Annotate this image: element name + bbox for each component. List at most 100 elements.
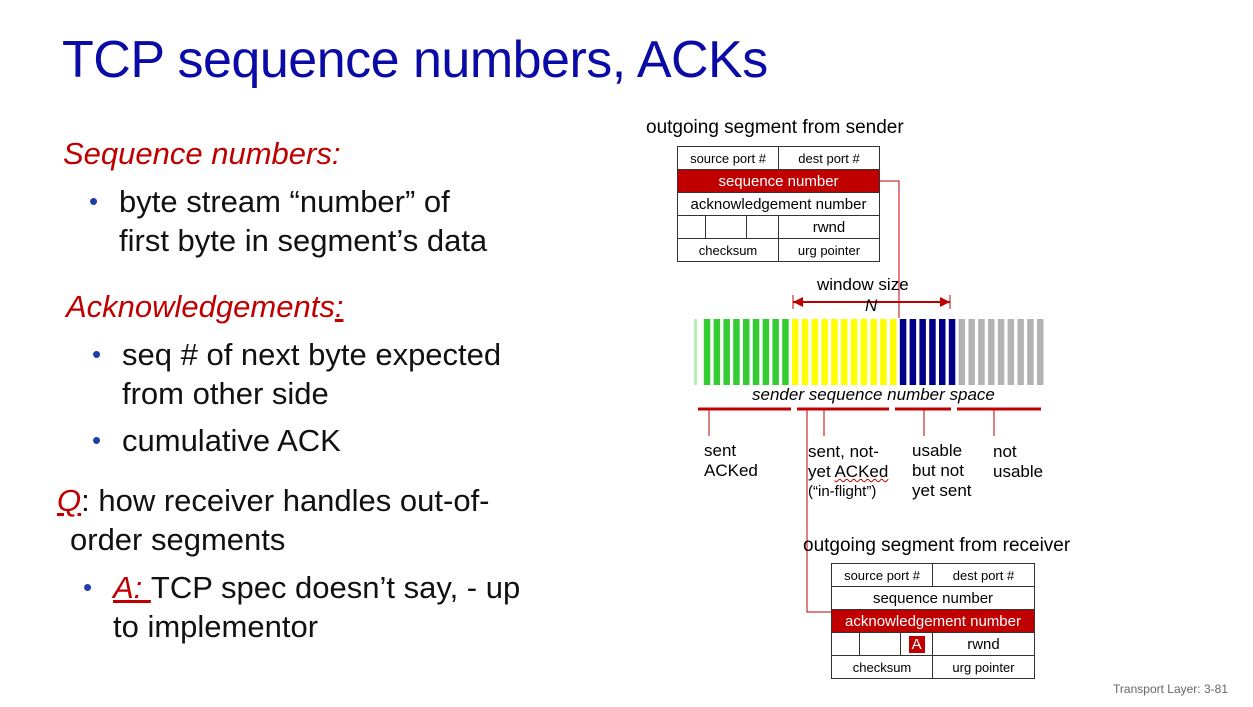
bullet-marker: • [83, 572, 93, 602]
label-inflight-line-3: (“in-flight”) [808, 483, 877, 500]
receiver-sequence-number: sequence number [831, 586, 1035, 610]
stripe-yellow [860, 319, 868, 385]
label-usable-line-3: yet sent [912, 481, 972, 500]
a-label: A: [113, 570, 151, 605]
slide-title: TCP sequence numbers, ACKs [62, 31, 768, 89]
sender-checksum: checksum [677, 238, 779, 262]
stripe-green [752, 319, 760, 385]
stripe-yellow [831, 319, 838, 385]
q-line-2: order segments [70, 522, 286, 557]
a-line-1: TCP spec doesn’t say, - up [150, 570, 521, 605]
stripe-blue [948, 319, 956, 385]
seq-heading: Sequence numbers: [63, 136, 341, 171]
label-not-usable-line-1: not [993, 442, 1017, 461]
seq-bullet-1-line-1: byte stream “number” of [119, 184, 450, 219]
receiver-unused [858, 632, 902, 656]
label-sent-acked: sent ACKed [704, 441, 758, 481]
sender-sequence-number: sequence number [677, 169, 880, 193]
receiver-segment-table: source port # dest port # sequence numbe… [831, 563, 1035, 679]
sender-rwnd: rwnd [778, 215, 880, 239]
stripe-gray [988, 319, 995, 385]
stripe-blue [899, 319, 907, 385]
receiver-header-len [831, 632, 860, 656]
stripe-yellow [870, 319, 877, 385]
ack-heading-text: Acknowledgements [66, 289, 335, 324]
stripe-green [723, 319, 730, 385]
receiver-urg-pointer: urg pointer [932, 655, 1035, 679]
ack-bullet-1-line-1: seq # of next byte expected [122, 337, 502, 372]
stripe-yellow [850, 319, 858, 385]
stripe-gray [1037, 319, 1044, 385]
stripe-yellow [880, 319, 887, 385]
receiver-a-flag: A [908, 635, 925, 653]
stripe-blue [929, 319, 936, 385]
label-sent-acked-line-2: ACKed [704, 461, 758, 480]
stripe-gray [997, 319, 1005, 385]
ack-bullet-2: • cumulative ACK [92, 421, 341, 460]
label-not-usable: not usable [993, 442, 1043, 482]
label-inflight-line-2a: yet [808, 462, 835, 481]
receiver-segment-label: outgoing segment from receiver [803, 535, 1071, 556]
stripe-gray [1017, 319, 1024, 385]
stripe-green [772, 319, 779, 385]
label-inflight-line-1: sent, not- [808, 442, 879, 461]
label-inflight: sent, not- yet ACKed (“in-flight”) [808, 442, 888, 502]
ack-bullet-1-line-2: from other side [122, 376, 329, 411]
sender-flags [746, 215, 779, 239]
stripe-gray [1007, 319, 1015, 385]
label-usable: usable but not yet sent [912, 441, 972, 501]
receiver-dest-port: dest port # [932, 563, 1035, 587]
stripe-gray [978, 319, 985, 385]
receiver-rwnd: rwnd [932, 632, 1035, 656]
receiver-checksum: checksum [831, 655, 933, 679]
bullet-marker: • [89, 186, 99, 216]
stripe-yellow [821, 319, 828, 385]
seq-bullet-1: • byte stream “number” of first byte in … [89, 182, 487, 260]
sender-source-port: source port # [677, 146, 779, 170]
seq-bullet-1-line-2: first byte in segment’s data [119, 223, 488, 258]
stripe-yellow [890, 319, 897, 385]
q-line-1: : how receiver handles out-of- [81, 483, 490, 518]
sender-segment-label: outgoing segment from sender [646, 117, 904, 138]
a-line-2: to implementor [113, 609, 319, 644]
slide-footer: Transport Layer: 3-81 [1113, 682, 1228, 696]
stripe-yellow [811, 319, 819, 385]
label-not-usable-line-2: usable [993, 462, 1044, 481]
stripe-green [703, 319, 711, 385]
window-arrow-right-head [940, 297, 950, 307]
stripe-yellow [841, 319, 848, 385]
receiver-source-port: source port # [831, 563, 933, 587]
label-inflight-line-2b: ACKed [834, 462, 889, 481]
ack-bullet-1: • seq # of next byte expected from other… [92, 335, 501, 413]
bullet-marker: • [92, 339, 102, 369]
stripe-green [762, 319, 770, 385]
sender-segment-table: source port # dest port # sequence numbe… [677, 146, 880, 262]
window-n-label: N [865, 296, 878, 315]
window-size-label: window size [817, 275, 909, 294]
a-answer: • A: TCP spec doesn’t say, - up to imple… [83, 568, 520, 646]
stripe-green [743, 319, 750, 385]
stripe-blue [919, 319, 926, 385]
q-question: Q: how receiver handles out-of- order se… [57, 481, 490, 559]
ack-bullet-2-text: cumulative ACK [122, 423, 341, 458]
stripe-blue [939, 319, 946, 385]
sender-header-len [677, 215, 706, 239]
ack-heading: Acknowledgements: [66, 289, 343, 325]
receiver-flags: A [900, 632, 933, 656]
label-sent-acked-line-1: sent [704, 441, 737, 460]
stripe-gray [968, 319, 975, 385]
receiver-ack-number: acknowledgement number [831, 609, 1035, 633]
q-letter: Q [57, 483, 82, 518]
label-usable-line-1: usable [912, 441, 963, 460]
stripe-green [694, 319, 697, 385]
bullet-marker: • [92, 425, 102, 455]
stripe-gray [1027, 319, 1034, 385]
ack-heading-colon: : [334, 289, 344, 324]
label-usable-line-2: but not [912, 461, 964, 480]
sequence-space-stripes [694, 319, 1044, 385]
sender-ack-number: acknowledgement number [677, 192, 880, 216]
stripe-gray [958, 319, 966, 385]
sequence-space-label: sender sequence number space [752, 385, 995, 404]
sender-unused [704, 215, 748, 239]
